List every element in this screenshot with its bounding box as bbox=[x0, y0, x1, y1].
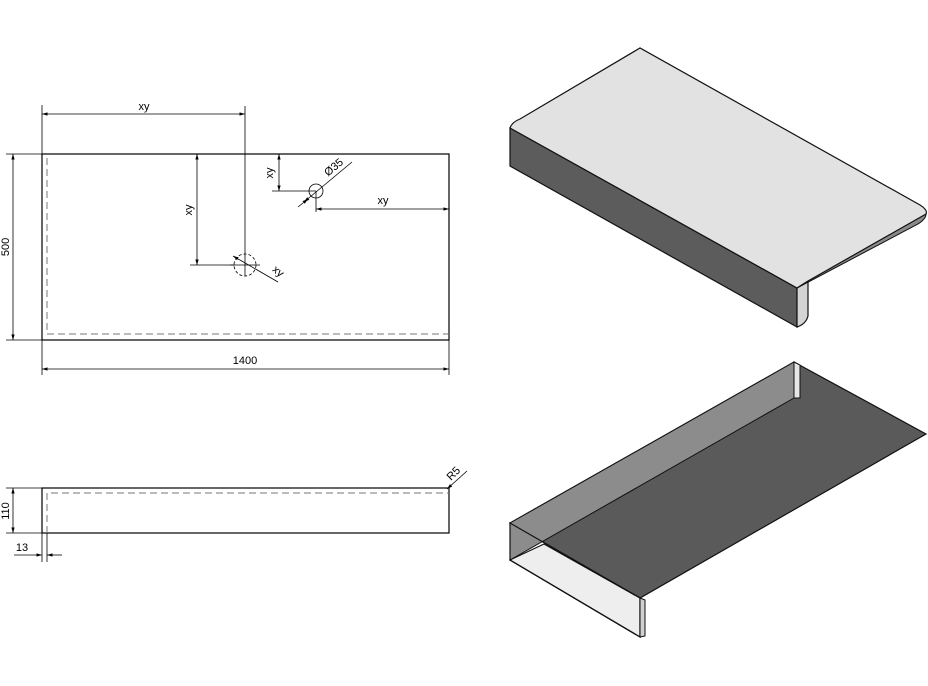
label-small-hole-diameter: Ø35 bbox=[322, 156, 346, 179]
label-hole-vertical: xy bbox=[183, 204, 195, 216]
iso-inner-lip bbox=[793, 361, 801, 399]
isometric-top-view bbox=[509, 47, 927, 329]
label-radius: R5 bbox=[445, 465, 463, 483]
iso-right-end bbox=[796, 280, 809, 328]
label-thickness: 13 bbox=[16, 542, 28, 554]
label-small-hole-horizontal: xy bbox=[378, 195, 390, 207]
iso-end-edge bbox=[639, 597, 646, 638]
label-top-width: xy bbox=[139, 101, 151, 113]
side-view bbox=[6, 470, 468, 562]
top-view bbox=[6, 105, 450, 375]
label-large-hole-diameter: xy bbox=[270, 264, 287, 281]
small-hole-diameter-leader-2 bbox=[297, 198, 309, 208]
hidden-edge-side bbox=[46, 492, 449, 533]
hidden-edge bbox=[46, 158, 449, 335]
large-hole-diameter-leader bbox=[232, 255, 279, 283]
label-small-hole-vertical: xy bbox=[264, 167, 276, 179]
iso-top-face bbox=[509, 47, 927, 289]
label-length: 1400 bbox=[233, 355, 257, 367]
top-view-labels: xy xy xy xy Ø35 xy 500 1400 bbox=[0, 101, 389, 367]
side-view-labels: 110 13 R5 bbox=[0, 465, 463, 554]
label-depth: 500 bbox=[0, 238, 12, 256]
side-view-outline bbox=[41, 487, 450, 534]
radius-leader bbox=[446, 470, 468, 490]
label-height: 110 bbox=[0, 502, 12, 520]
isometric-bottom-view bbox=[508, 361, 928, 639]
small-hole-diameter-leader bbox=[303, 161, 353, 203]
top-view-outline bbox=[41, 153, 450, 341]
